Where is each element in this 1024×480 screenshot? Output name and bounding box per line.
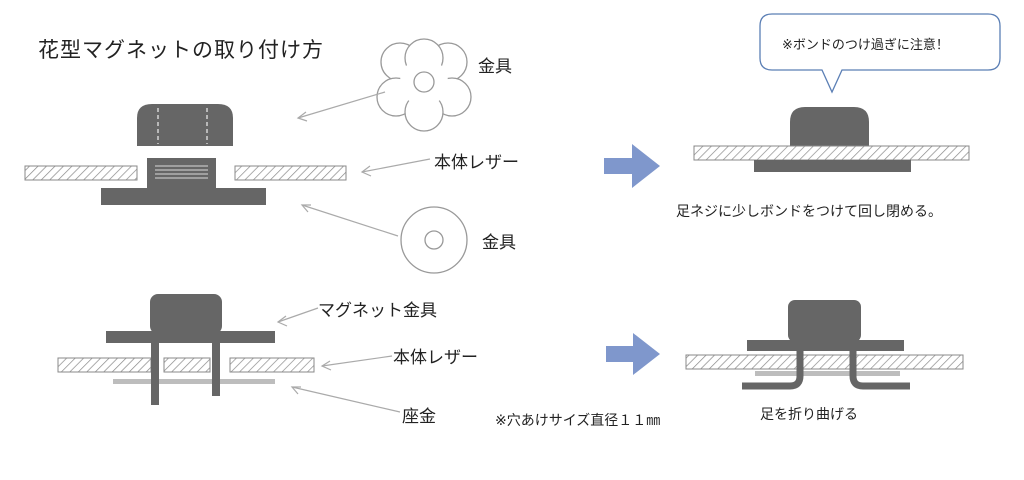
callout-bubble <box>759 13 1001 94</box>
magnet-cap-bottom <box>150 294 222 334</box>
leg-right <box>212 343 220 396</box>
page-title: 花型マグネットの取り付け方 <box>38 38 324 62</box>
pointer-lines-bottom <box>276 307 401 413</box>
step-arrow-bottom <box>606 333 660 375</box>
label-washer: 座金 <box>402 407 436 427</box>
thread-lines <box>155 165 208 179</box>
leather-seg-1 <box>57 357 152 373</box>
instruction-top: 足ネジに少しボンドをつけて回し閉める。 <box>676 204 942 220</box>
round-fitting-icon <box>400 206 468 274</box>
leather-right-top <box>234 165 347 181</box>
label-magnet-fitting: マグネット金具 <box>318 301 437 321</box>
assembly-bottom-left <box>57 294 315 405</box>
step-arrow-top <box>604 144 660 188</box>
pointer-lines-top <box>296 91 431 237</box>
magnet-plate-bottom <box>106 331 275 343</box>
flower-fitting-icon <box>376 38 472 132</box>
leather-left-top <box>24 165 138 181</box>
hole-size-note: ※穴あけサイズ直径１１㎜ <box>495 413 661 429</box>
leather-seg-2 <box>163 357 211 373</box>
assembled-top-right <box>693 107 970 172</box>
washer-plate <box>113 379 275 384</box>
threaded-post <box>147 158 216 188</box>
leg-left <box>151 343 159 405</box>
leather-seg-3 <box>229 357 315 373</box>
label-fitting-bottom: 金具 <box>482 233 516 253</box>
assembled-bottom-right <box>685 300 964 390</box>
instruction-bottom: 足を折り曲げる <box>760 407 858 423</box>
label-leather-top: 本体レザー <box>434 153 519 173</box>
base-plate-top <box>101 188 266 205</box>
magnet-cap-top <box>137 104 233 146</box>
exploded-assembly-top <box>24 104 347 205</box>
callout-warning-text: ※ボンドのつけ過ぎに注意！ <box>782 38 949 53</box>
label-fitting-top: 金具 <box>478 57 512 77</box>
label-leather-lower: 本体レザー <box>393 348 478 368</box>
